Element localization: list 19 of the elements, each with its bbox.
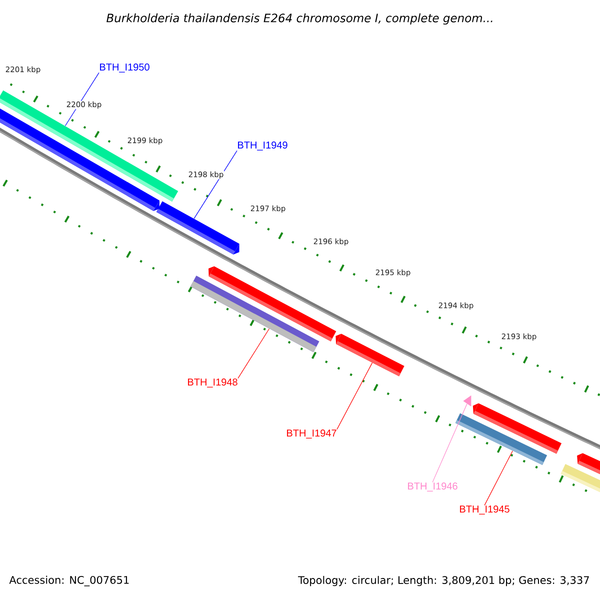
gene-bar — [190, 276, 320, 352]
gene-label: BTH_I1947 — [287, 430, 336, 438]
gene-label: BTH_I1948 — [188, 378, 238, 388]
gene-bar — [156, 201, 240, 254]
leader-line — [194, 150, 238, 219]
gene-label: BTH_I1949 — [238, 142, 288, 150]
genome-info-text: Topology: circular; Length: 3,809,201 bp; Genes: 3,337 — [298, 576, 589, 586]
leader-line — [238, 328, 270, 379]
gene-bar — [336, 334, 404, 376]
gene-marker — [463, 395, 472, 407]
accession-text: Accession: NC_007651 — [9, 576, 129, 586]
leader-line — [484, 450, 513, 506]
gene-label: BTH_I1946 — [408, 482, 458, 492]
gene-label: BTH_I1945 — [460, 506, 510, 514]
gene-label: BTH_I1950 — [100, 64, 150, 72]
title: Burkholderia thailandensis E264 chromosome I, complete genom... — [106, 13, 492, 25]
leader-line — [432, 404, 468, 483]
gene-bar — [455, 413, 548, 466]
leader-line — [336, 362, 373, 430]
